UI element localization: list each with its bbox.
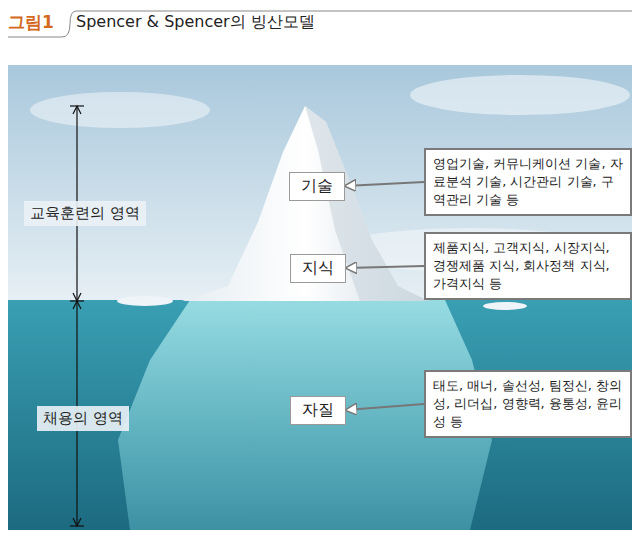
level-label: 자질 bbox=[290, 396, 346, 425]
title-rule bbox=[8, 37, 62, 38]
title: Spencer & Spencer의 빙산모델 bbox=[76, 12, 315, 33]
node-text: 태도, 매너, 솔선성, 팀정신, 창의성, 리더십, 영향력, 융통성, 윤리… bbox=[433, 377, 623, 431]
range-arrowhead bbox=[73, 106, 81, 114]
level-label: 지식 bbox=[290, 254, 346, 283]
arrow-connector bbox=[346, 266, 424, 268]
level-label: 기술 bbox=[289, 172, 345, 201]
node-text: 자질 bbox=[302, 400, 334, 421]
arrow-connector bbox=[345, 182, 424, 186]
node-text: 지식 bbox=[302, 258, 334, 279]
ice-floe bbox=[117, 296, 173, 306]
item-list-box: 영업기술, 커뮤니케이션 기술, 자료분석 기술, 시간관리 기술, 구역관리 … bbox=[424, 148, 632, 216]
node-text: 영업기술, 커뮤니케이션 기술, 자료분석 기술, 시간관리 기술, 구역관리 … bbox=[433, 155, 623, 209]
sky bbox=[8, 65, 632, 301]
cloud bbox=[410, 75, 630, 115]
node-text: 제품지식, 고객지식, 시장지식, 경쟁제품 지식, 회사정책 지식, 가격지식… bbox=[433, 239, 623, 293]
sea bbox=[8, 300, 632, 530]
ice-floe bbox=[483, 302, 527, 310]
arrow-connector bbox=[346, 404, 424, 410]
area-label: 교육훈련의 영역 bbox=[24, 201, 146, 226]
area-label: 채용의 영역 bbox=[37, 406, 129, 431]
figure-number: 그림1 bbox=[8, 11, 54, 34]
range-arrowhead bbox=[73, 518, 81, 526]
range-arrowhead bbox=[73, 301, 81, 309]
node-text: 기술 bbox=[301, 176, 333, 197]
node-text: 채용의 영역 bbox=[43, 409, 123, 428]
node-text: 교육훈련의 영역 bbox=[30, 204, 140, 223]
range-line bbox=[76, 106, 77, 526]
cloud bbox=[30, 92, 210, 128]
item-list-box: 태도, 매너, 솔선성, 팀정신, 창의성, 리더십, 영향력, 융통성, 윤리… bbox=[424, 370, 632, 438]
title-rule bbox=[62, 11, 632, 37]
item-list-box: 제품지식, 고객지식, 시장지식, 경쟁제품 지식, 회사정책 지식, 가격지식… bbox=[424, 232, 632, 300]
iceberg-top bbox=[182, 106, 428, 301]
